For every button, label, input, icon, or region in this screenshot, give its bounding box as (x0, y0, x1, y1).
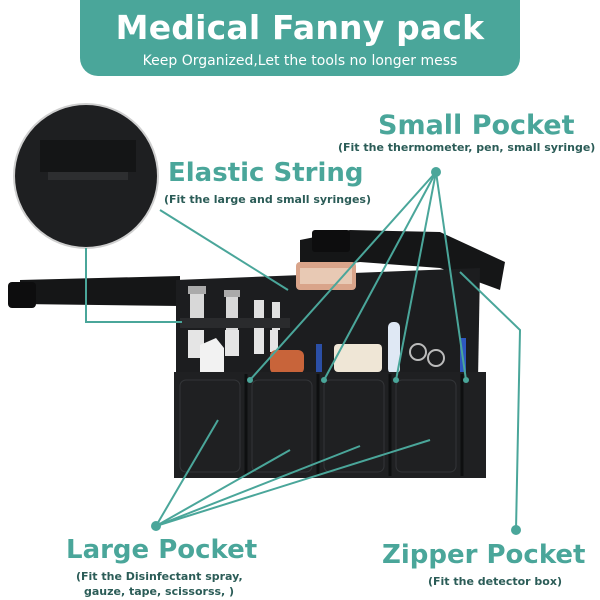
waist-strap (8, 230, 505, 308)
large-pocket-note-1: (Fit the Disinfectant spray, (76, 570, 243, 583)
callout-dots (151, 167, 521, 535)
elastic-detail-magnifier (13, 103, 159, 249)
large-pocket-label: Large Pocket (66, 535, 258, 565)
small-pocket-label: Small Pocket (378, 110, 575, 141)
pocket-panel (174, 372, 486, 478)
callout-lines (85, 171, 522, 531)
bandage-box (296, 262, 356, 290)
buckle-right (312, 230, 350, 252)
pocket-stitching (179, 379, 457, 473)
small-pocket-note: (Fit the thermometer, pen, small syringe… (338, 141, 596, 154)
banner-title: Medical Fanny pack (115, 8, 485, 47)
zipper-pocket-label: Zipper Pocket (382, 540, 586, 570)
buckle-left (8, 282, 36, 308)
bag-top-panel (176, 268, 480, 382)
elastic-band (180, 318, 290, 328)
pocket-dividers (244, 374, 464, 476)
title-banner: Medical Fanny pack Keep Organized,Let th… (80, 0, 520, 76)
zipper-pocket-note: (Fit the detector box) (428, 575, 562, 588)
large-pocket-note-2: gauze, tape, scissorss, ) (84, 585, 235, 598)
elastic-string-label: Elastic String (168, 158, 364, 188)
elastic-string-note: (Fit the large and small syringes) (164, 193, 371, 206)
banner-subtitle: Keep Organized,Let the tools no longer m… (142, 53, 458, 69)
